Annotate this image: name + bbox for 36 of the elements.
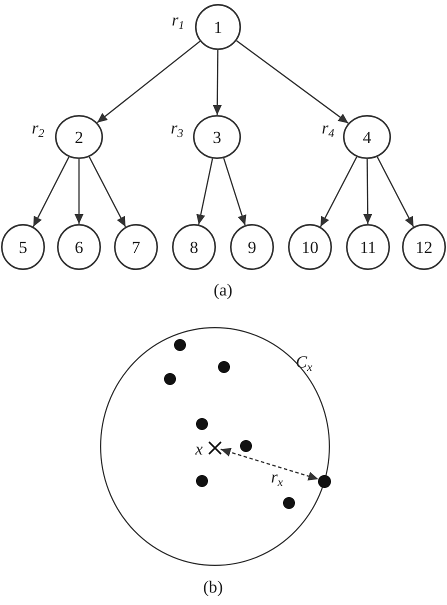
tree-node: 8 <box>172 224 216 270</box>
tree-node: 3 <box>193 115 241 159</box>
arrow <box>212 50 222 115</box>
tree-node: 9 <box>230 224 274 270</box>
boundary-circle <box>100 327 330 566</box>
arrow <box>376 156 414 228</box>
arrow <box>223 158 246 226</box>
tree-node: 10 <box>288 224 332 270</box>
double-arrow <box>220 448 318 480</box>
node-label: r$_{4}$ <box>322 120 334 136</box>
arrow <box>196 158 214 225</box>
subfigure-caption: (b) <box>203 578 223 596</box>
arrow <box>74 159 84 224</box>
tree-node: 7 <box>114 224 158 270</box>
circle-label: C$_{x}$ <box>296 354 312 370</box>
arrow <box>320 156 358 228</box>
tree-node: 6 <box>57 224 101 270</box>
tree-node: 5 <box>1 224 45 270</box>
data-point-icon <box>318 474 331 488</box>
tree-node: 11 <box>346 224 390 270</box>
arrow <box>88 156 126 228</box>
node-label: r$_{2}$ <box>32 120 44 136</box>
node-label: r$_{3}$ <box>170 120 184 136</box>
cross-mark-icon <box>209 442 221 454</box>
subfigure-caption: (a) <box>214 282 232 298</box>
node-label: r$_{1}$ <box>172 12 184 28</box>
point-label: x <box>195 440 203 457</box>
arrow <box>32 156 70 227</box>
edge-label: r$_{x}$ <box>270 468 284 486</box>
arrow <box>96 40 200 124</box>
arrow <box>236 40 349 124</box>
arrow <box>363 159 372 224</box>
tree-node: 1 <box>195 4 241 50</box>
tree-node: 4 <box>343 115 391 159</box>
tree-node: 12 <box>402 224 446 270</box>
tree-node: 2 <box>55 115 103 159</box>
